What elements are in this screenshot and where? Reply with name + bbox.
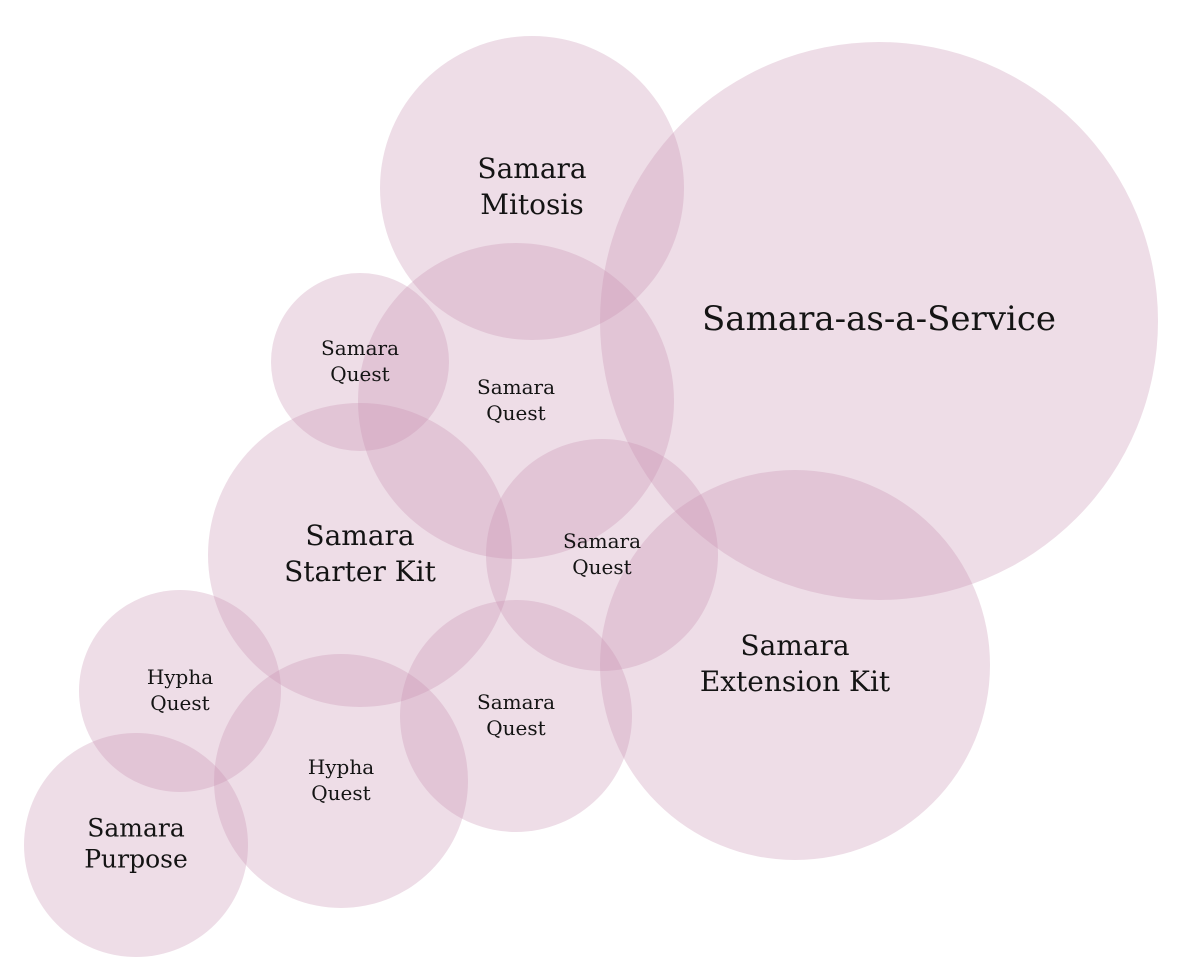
bubble-label-line: Samara (321, 336, 399, 360)
bubble-label-line: Quest (486, 716, 545, 740)
bubble-samara-mitosis (380, 36, 684, 340)
bubble-samara-quest-center (358, 243, 674, 559)
bubble-hypha-quest-bottom (214, 654, 468, 908)
bubble-samara-quest-small (271, 273, 449, 451)
bubble-label-line: Quest (486, 401, 545, 425)
bubble-label-line: Hypha (308, 755, 374, 779)
bubble-label-line: Samara (477, 690, 555, 714)
bubble-samara-purpose (24, 733, 248, 957)
bubble-label-line: Extension Kit (700, 665, 891, 698)
bubble-label-line: Samara (477, 375, 555, 399)
bubble-samara-quest-bottom (400, 600, 632, 832)
bubble-label-line: Samara (305, 519, 414, 552)
bubble-label-line: Quest (330, 362, 389, 386)
bubble-samara-quest-right (486, 439, 718, 671)
bubble-circles (24, 36, 1158, 957)
bubble-label-line: Quest (150, 691, 209, 715)
bubble-label-line: Samara-as-a-Service (702, 299, 1056, 339)
bubble-label-line: Starter Kit (284, 555, 436, 588)
bubble-label-line: Samara (87, 813, 185, 842)
bubble-label-line: Quest (311, 781, 370, 805)
bubble-label-line: Quest (572, 555, 631, 579)
bubble-label-line: Samara (563, 529, 641, 553)
bubble-label-line: Samara (740, 629, 849, 662)
bubble-hypha-quest-left (79, 590, 281, 792)
bubble-samara-starter-kit (208, 403, 512, 707)
bubble-label-samara-as-a-service: Samara-as-a-Service (702, 299, 1056, 339)
bubble-samara-as-a-service (600, 42, 1158, 600)
bubble-label-line: Hypha (147, 665, 213, 689)
bubble-label-line: Purpose (84, 844, 188, 873)
bubble-label-line: Mitosis (480, 188, 583, 221)
bubble-label-line: Samara (477, 152, 586, 185)
bubble-samara-extension-kit (600, 470, 990, 860)
